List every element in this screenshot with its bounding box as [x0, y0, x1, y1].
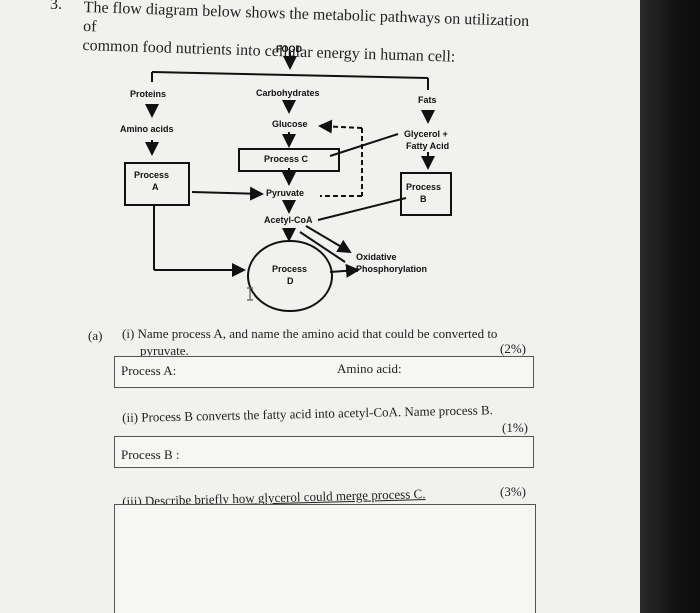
question-a-i-line2: pyruvate.	[140, 343, 189, 358]
process-a-label-1: Process	[134, 170, 170, 180]
process-a-label-2: A	[152, 182, 159, 192]
field-amino-acid: Amino acid:	[337, 361, 402, 376]
question-a-iii-marks: (3%)	[500, 484, 526, 499]
question-number: 3.	[50, 0, 62, 13]
field-process-a: Process A:	[121, 363, 177, 378]
label-pyruvate: Pyruvate	[266, 188, 305, 198]
process-b-label-2: B	[420, 194, 427, 204]
question-a-ii-marks: (1%)	[502, 420, 528, 435]
label-food: FOOD	[276, 44, 302, 54]
label-phosphorylation: Phosphorylation	[356, 264, 428, 274]
process-d-label-1: Process	[272, 264, 308, 274]
answer-box-a-ii[interactable]: Process B :	[114, 436, 534, 468]
question-a-i-line1: (i) Name process A, and name the amino a…	[122, 326, 498, 341]
process-c-label: Process C	[264, 154, 309, 164]
label-oxidative: Oxidative	[356, 252, 397, 262]
field-process-b: Process B :	[121, 447, 180, 462]
question-a-i-marks: (2%)	[500, 341, 526, 356]
label-carbohydrates: Carbohydrates	[256, 88, 320, 98]
process-b-label-1: Process	[406, 182, 442, 192]
process-a-box: Process A	[124, 162, 190, 206]
process-c-box: Process C	[238, 148, 340, 172]
label-proteins: Proteins	[130, 89, 167, 99]
process-b-box: Process B	[400, 172, 452, 216]
label-glucose: Glucose	[272, 119, 308, 129]
label-glycerol: Glycerol +	[404, 129, 448, 139]
flow-diagram-arrows	[145, 52, 435, 312]
part-a-label: (a)	[88, 328, 103, 343]
answer-box-a-iii[interactable]	[114, 504, 536, 613]
worksheet-page: 3. The flow diagram below shows the meta…	[0, 0, 640, 613]
process-d-label-2: D	[287, 276, 294, 286]
dark-background-edge	[640, 0, 700, 613]
label-fats: Fats	[418, 95, 437, 105]
answer-box-a-i[interactable]: Process A: Amino acid:	[114, 356, 534, 388]
label-acetyl-coa: Acetyl-CoA	[264, 215, 313, 225]
label-amino-acids: Amino acids	[120, 124, 174, 134]
label-fatty-acid: Fatty Acid	[406, 141, 450, 151]
